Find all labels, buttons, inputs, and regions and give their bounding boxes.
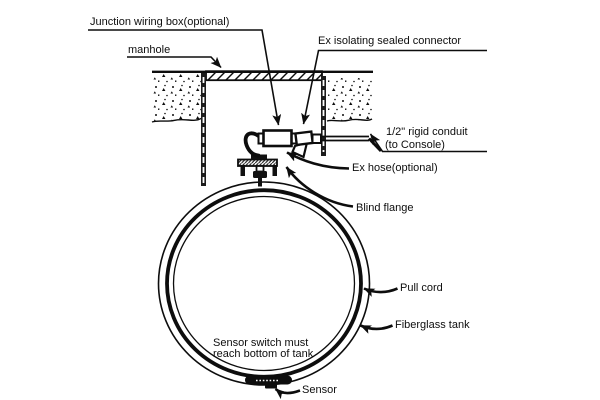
- ex-hose: [243, 131, 262, 158]
- ex-isolating-sealed-connector: [294, 130, 315, 147]
- ground-structure: [151, 70, 373, 186]
- blind-flange-plate: [237, 158, 278, 167]
- flange-leg-right: [272, 165, 277, 176]
- label-conduit-line2: (to Console): [385, 139, 445, 151]
- sensor-tab: [265, 384, 277, 389]
- blind-flange-leader: [285, 166, 354, 208]
- soil-left-edge: [151, 117, 202, 123]
- label-sealed-connector: Ex isolating sealed connector: [318, 35, 461, 47]
- conduit-coupler: [311, 133, 322, 144]
- fiberglass-tank-leader: [359, 324, 394, 334]
- tank-shell-inner: [172, 195, 356, 372]
- sensor-switch: [245, 375, 292, 385]
- label-sensor: Sensor: [302, 384, 337, 396]
- label-ex-hose: Ex hose(optional): [352, 162, 438, 174]
- soil-right-edge: [326, 118, 373, 122]
- labels: Junction wiring box(optional) manhole Ex…: [90, 16, 470, 396]
- sensor-assembly: [245, 375, 292, 389]
- label-manhole: manhole: [128, 44, 170, 56]
- label-pull-cord: Pull cord: [400, 282, 443, 294]
- conduit-leader: [369, 133, 487, 153]
- label-fiberglass-tank: Fiberglass tank: [395, 319, 470, 331]
- label-tank-note-line2: reach bottom of tank: [213, 348, 314, 360]
- stem-nut: [253, 171, 267, 178]
- ex-hose-leader: [286, 151, 350, 170]
- wiring-assembly: [257, 129, 383, 159]
- flange-assembly: [237, 131, 278, 187]
- pull-cord-leader: [363, 287, 399, 297]
- leader-lines: [88, 29, 487, 400]
- soil-left: [152, 74, 201, 122]
- flange-leg-left: [240, 165, 245, 176]
- pull-cord-ring: [157, 181, 371, 386]
- junction-box-leader: [88, 29, 282, 126]
- sealed-connector-leader: [301, 49, 487, 125]
- label-blind-flange: Blind flange: [356, 202, 414, 214]
- sensor-pipe: [258, 178, 262, 187]
- soil-right: [327, 78, 372, 122]
- manhole-leader: [127, 56, 222, 69]
- sensor-leader: [274, 387, 301, 400]
- stem-fitting: [255, 165, 265, 173]
- label-junction-box: Junction wiring box(optional): [90, 16, 229, 28]
- label-tank-note-line1: Sensor switch must: [213, 337, 308, 349]
- junction-wiring-box: [262, 129, 293, 148]
- label-conduit-line1: 1/2" rigid conduit: [386, 126, 468, 138]
